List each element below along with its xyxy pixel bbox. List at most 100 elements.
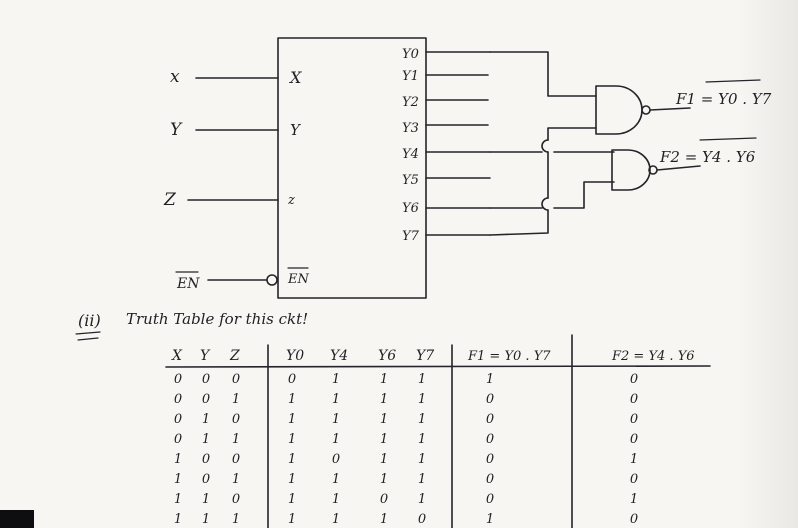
truth-table-heading: Truth Table for this ckt! [126,310,308,328]
table-cell: 1 [418,372,426,387]
table-header-cell: F2 = Y4 . Y6 [611,349,695,364]
decoder-input-y: Y [290,121,302,139]
table-cell: 1 [232,432,240,447]
table-cell: 1 [418,412,426,427]
table-cell: 1 [380,512,388,527]
table-header-cell: Y0 [286,348,304,364]
table-cell: 1 [232,392,240,407]
table-cell: 1 [380,392,388,407]
page-corner [0,510,34,528]
table-cell: 0 [174,432,182,447]
table-cell: 1 [288,472,296,487]
table-cell: 1 [630,452,638,467]
table-cell: 1 [380,452,388,467]
table-cell: 1 [332,472,340,487]
decoder-input-x: X [288,68,302,87]
table-cell: 0 [202,452,210,467]
table-header-cell: Z [229,348,240,364]
table-cell: 0 [174,392,182,407]
page-shadow [738,0,798,528]
output-label-y1: Y1 [402,69,419,84]
table-header-cell: Y4 [330,348,348,364]
table-cell: 1 [332,372,340,387]
table-cell: 0 [630,392,638,407]
table-cell: 0 [232,452,240,467]
table-cell: 1 [174,472,182,487]
table-cell: 0 [380,492,388,507]
table-cell: 1 [630,492,638,507]
input-label-x: x [170,67,180,87]
table-header-cell: Y6 [378,348,396,364]
table-cell: 0 [486,432,494,447]
nand-gate-1 [595,85,643,135]
f2-overbar [699,137,757,141]
table-cell: 0 [174,412,182,427]
table-cell: 1 [202,492,210,507]
table-cell: 1 [202,432,210,447]
table-cell: 1 [288,512,296,527]
table-header-cell: X [171,348,183,364]
table-cell: 1 [380,372,388,387]
table-cell: 0 [630,472,638,487]
table-header-cell: Y [200,348,211,364]
table-cell: 0 [630,512,638,527]
section-number-underline [75,331,101,341]
table-cell: 0 [630,372,638,387]
table-header-cell: Y7 [416,348,434,364]
table-header-rule [165,365,711,368]
table-cell: 0 [288,372,296,387]
table-cell: 0 [232,372,240,387]
output-label-y4: Y4 [402,147,419,162]
table-cell: 0 [332,452,340,467]
section-number: (ii) [78,311,101,330]
table-cell: 1 [380,432,388,447]
table-cell: 1 [332,512,340,527]
table-cell: 1 [202,412,210,427]
table-cell: 1 [288,392,296,407]
table-cell: 1 [174,452,182,467]
table-cell: 0 [232,492,240,507]
table-cell: 1 [232,472,240,487]
table-cell: 1 [418,432,426,447]
table-cell: 1 [486,512,494,527]
table-cell: 1 [288,492,296,507]
table-cell: 1 [380,412,388,427]
table-cell: 1 [418,452,426,467]
table-cell: 1 [332,392,340,407]
table-cell: 0 [486,492,494,507]
table-cell: 1 [418,472,426,487]
table-cell: 0 [486,472,494,487]
table-cell: 0 [486,412,494,427]
table-cell: 1 [332,492,340,507]
decoder-enable-label: EN [287,272,309,287]
table-cell: 1 [418,492,426,507]
table-cell: 0 [486,452,494,467]
output-label-y2: Y2 [402,95,419,110]
table-cell: 0 [202,372,210,387]
f1-overbar [705,79,761,83]
table-cell: 0 [174,372,182,387]
table-header-cell: F1 = Y0 . Y7 [467,349,551,364]
table-cell: 0 [418,512,426,527]
table-cell: 1 [418,392,426,407]
input-label-z: Z [163,190,177,210]
output-label-y0: Y0 [402,47,419,62]
table-cell: 1 [288,432,296,447]
table-cell: 1 [288,412,296,427]
table-cell: 0 [232,412,240,427]
nand-gate-2 [611,149,651,191]
f2-output-line [656,165,701,171]
output-label-y3: Y3 [402,121,419,136]
output-label-y6: Y6 [402,201,419,216]
table-cell: 0 [202,472,210,487]
output-label-y5: Y5 [402,173,419,188]
table-cell: 1 [174,492,182,507]
enable-label: EN [176,276,200,292]
decoder-input-z: z [287,193,295,208]
f1-output-label: F1 = Y0 . Y7 [675,90,772,108]
nand-gate-1-bubble [641,105,651,115]
table-cell: 0 [486,392,494,407]
table-cell: 0 [202,392,210,407]
table-cell: 1 [332,412,340,427]
table-cell: 1 [486,372,494,387]
